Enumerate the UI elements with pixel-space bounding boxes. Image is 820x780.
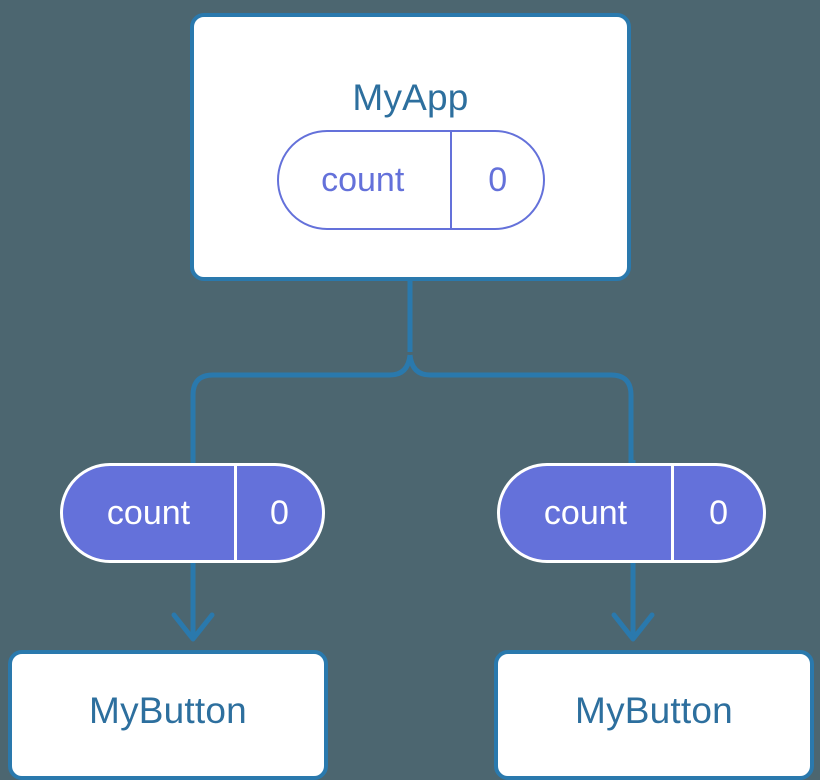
state-pill-key: count	[279, 132, 453, 228]
state-pill-myapp[interactable]: count 0	[277, 130, 545, 230]
prop-pill-left-value: 0	[270, 493, 289, 532]
branch-right-path	[407, 354, 634, 463]
prop-pill-right-key: count	[500, 466, 675, 560]
component-box-mybutton-right[interactable]: MyButton	[494, 650, 814, 780]
component-title-mybutton-left: MyButton	[89, 690, 247, 731]
arrow-left-head-icon	[171, 612, 215, 642]
prop-pill-right[interactable]: count 0	[497, 463, 766, 563]
prop-pill-right-value: 0	[709, 493, 728, 532]
branch-left-path	[190, 354, 413, 463]
arrow-right-head-icon	[611, 612, 655, 642]
component-box-mybutton-left[interactable]: MyButton	[8, 650, 328, 780]
component-title-mybutton-right: MyButton	[575, 690, 733, 731]
prop-pill-left[interactable]: count 0	[60, 463, 325, 563]
prop-pill-left-key: count	[63, 466, 237, 560]
state-pill-value: 0	[488, 160, 508, 199]
component-title-myapp: MyApp	[352, 77, 469, 118]
